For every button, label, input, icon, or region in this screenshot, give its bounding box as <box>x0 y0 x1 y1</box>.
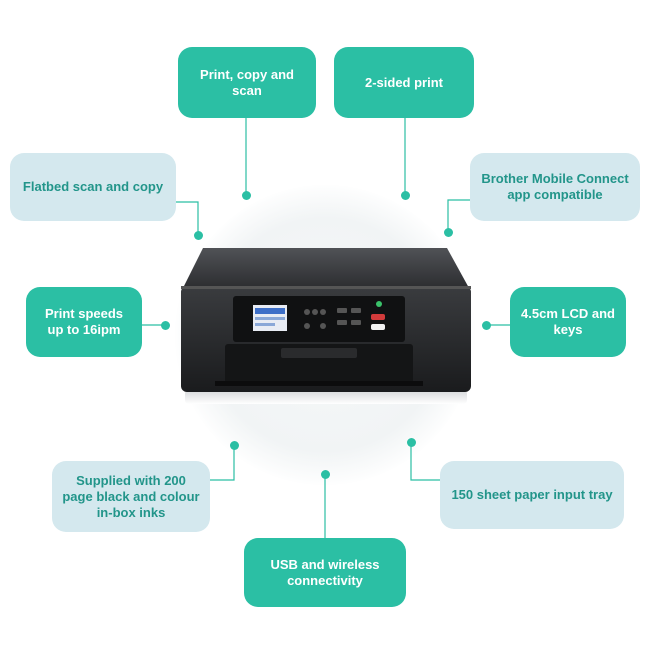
connector-dot <box>407 438 416 447</box>
feature-in-box-inks: Supplied with 200 page black and colour … <box>52 461 210 532</box>
printer-image <box>181 248 471 404</box>
connector-dot <box>321 470 330 479</box>
feature-print-speeds: Print speeds up to 16ipm <box>26 287 142 357</box>
feature-flatbed-scan: Flatbed scan and copy <box>10 153 176 221</box>
feature-print-copy-scan: Print, copy and scan <box>178 47 316 118</box>
feature-label: USB and wireless connectivity <box>270 556 380 588</box>
connector-dot <box>230 441 239 450</box>
connector-dot <box>242 191 251 200</box>
feature-label: Print speeds up to 16ipm <box>44 306 124 337</box>
feature-label: Flatbed scan and copy <box>22 179 164 194</box>
feature-2-sided-print: 2-sided print <box>334 47 474 118</box>
connector-dot <box>401 191 410 200</box>
feature-mobile-connect: Brother Mobile Connect app compatible <box>470 153 640 221</box>
feature-label: 4.5cm LCD and keys <box>521 306 615 337</box>
feature-label: Brother Mobile Connect app compatible <box>481 171 629 202</box>
feature-label: Print, copy and scan <box>200 66 294 98</box>
connector-dot <box>444 228 453 237</box>
feature-label: Supplied with 200 page black and colour … <box>62 472 200 520</box>
connector-dot <box>161 321 170 330</box>
connector-dot <box>194 231 203 240</box>
feature-paper-tray: 150 sheet paper input tray <box>440 461 624 529</box>
feature-lcd-keys: 4.5cm LCD and keys <box>510 287 626 357</box>
feature-label: 2-sided print <box>364 74 443 90</box>
connector-dot <box>482 321 491 330</box>
feature-connectivity: USB and wireless connectivity <box>244 538 406 607</box>
feature-label: 150 sheet paper input tray <box>451 487 613 502</box>
